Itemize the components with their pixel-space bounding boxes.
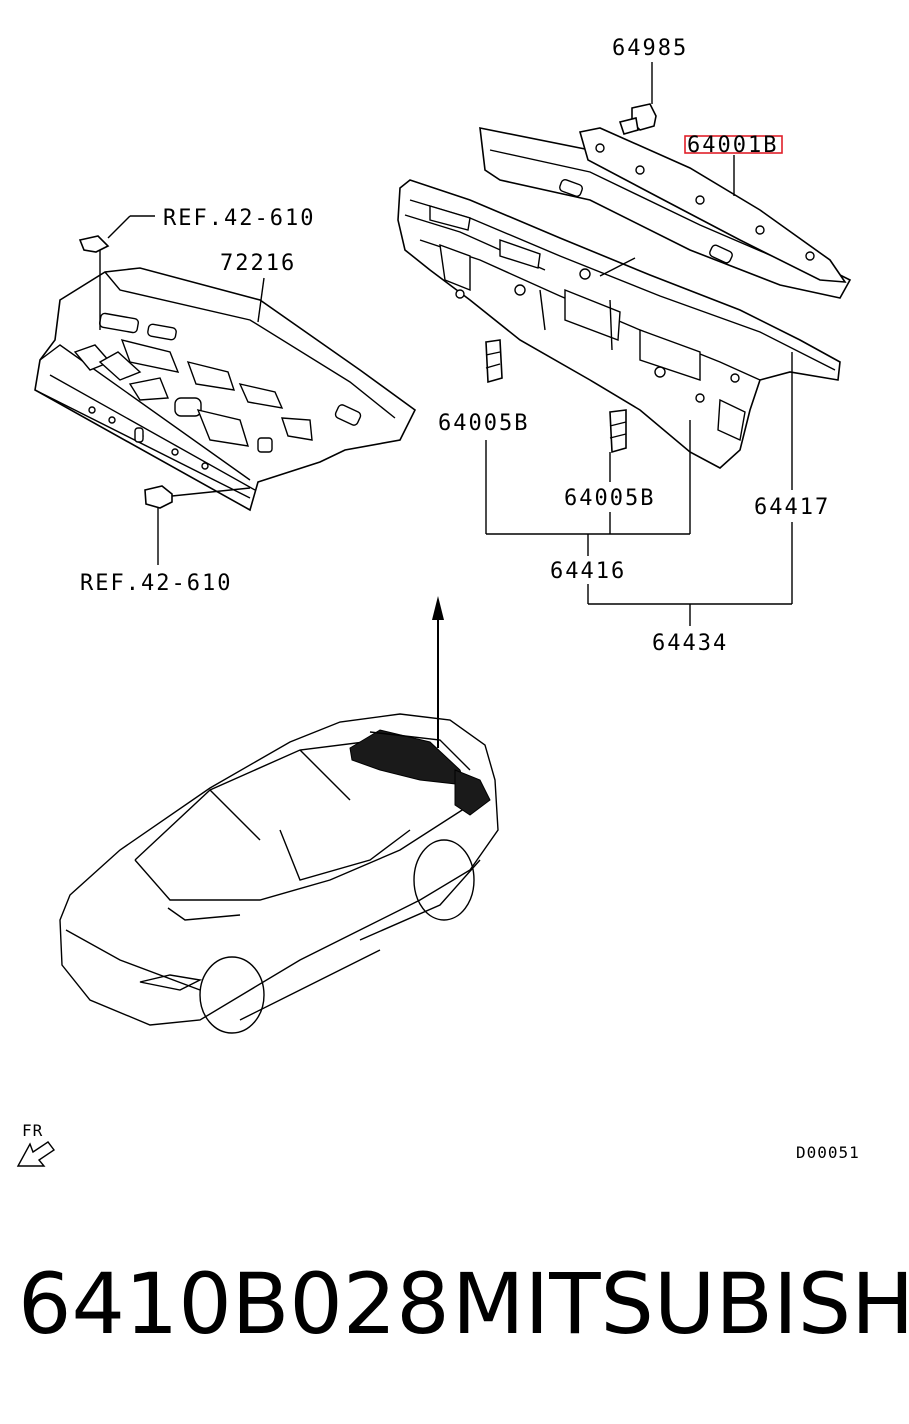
bracket-left-icon xyxy=(485,339,503,384)
label-fr: FR xyxy=(22,1121,43,1140)
rear-shelf-tray xyxy=(34,267,417,512)
front-arrow-icon xyxy=(16,1141,56,1167)
diagram-code: D00051 xyxy=(796,1143,860,1162)
label-72216: 72216 xyxy=(220,251,296,276)
label-64417: 64417 xyxy=(754,495,830,520)
upper-rear-panel xyxy=(479,126,852,299)
highlight-box xyxy=(684,135,783,154)
bracket-right-icon xyxy=(609,409,627,454)
label-ref-top: REF.42-610 xyxy=(163,206,315,231)
clip-icon xyxy=(78,215,155,330)
label-64985: 64985 xyxy=(612,36,688,61)
bolt-icon xyxy=(618,62,657,135)
label-64434: 64434 xyxy=(652,631,728,656)
main-rear-panel xyxy=(397,179,841,469)
leader-lines xyxy=(257,155,793,626)
label-64001b: 64001B xyxy=(687,133,778,158)
grommet-icon xyxy=(144,485,251,565)
label-64005b-right: 64005B xyxy=(564,486,655,511)
label-ref-bottom: REF.42-610 xyxy=(80,571,232,596)
brand-name: MITSUBISHI xyxy=(452,1255,909,1353)
location-arrow xyxy=(432,596,444,748)
part-number: 6410B028 xyxy=(18,1255,450,1353)
label-64416: 64416 xyxy=(550,559,626,584)
car-outline-icon xyxy=(59,713,499,1034)
label-64005b-left: 64005B xyxy=(438,411,529,436)
